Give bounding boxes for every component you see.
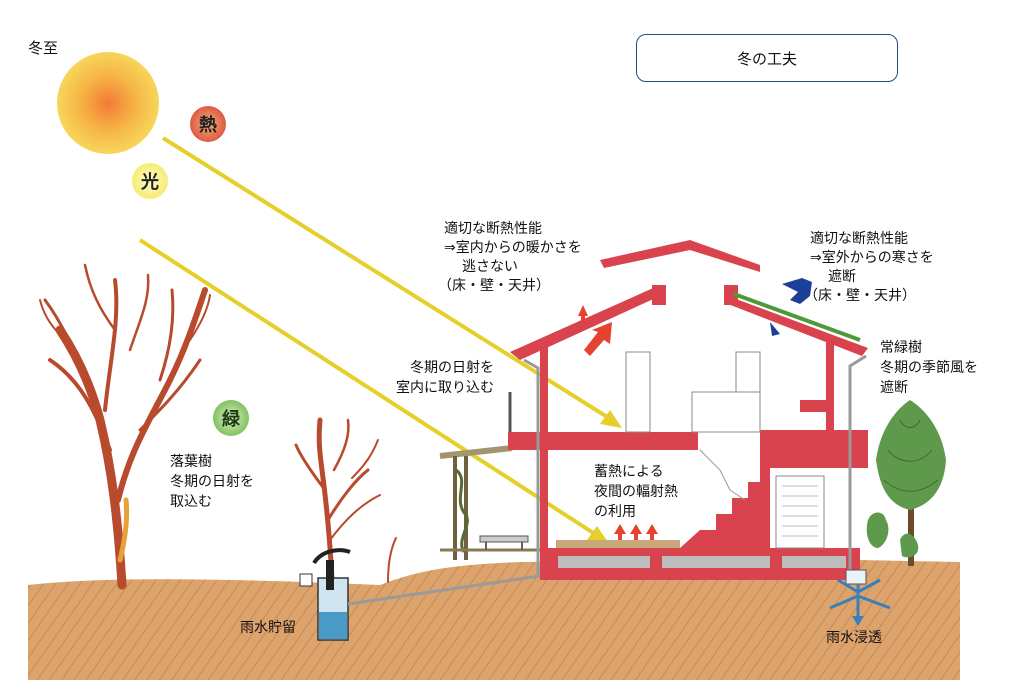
solar-in-line-1: 冬期の日射を: [410, 360, 494, 376]
thermal-mass-line-1: 蓄熱による: [594, 464, 664, 480]
insulation-right-line-1: 適切な断熱性能: [810, 231, 908, 247]
warm-arrow-small: [578, 305, 588, 316]
house: [508, 240, 868, 580]
sun-ray-upper-arrowhead: [600, 410, 622, 428]
heat-arrow-3: [646, 524, 658, 534]
thermal-mass-line-2: 夜間の輻射熱: [594, 484, 678, 500]
insulation-left-line-3: 逃さない: [462, 259, 518, 275]
sun: [57, 52, 159, 154]
warm-arrows: [578, 305, 658, 540]
heat-badge: 熱: [190, 106, 226, 142]
solar-in-text: 冬期の日射を 室内に取り込む: [396, 358, 494, 398]
light-badge: 光: [132, 163, 168, 199]
deciduous-tree-small: [294, 417, 397, 583]
rain-storage-tank: [299, 548, 541, 641]
insulation-right-text: 適切な断熱性能 ⇒室外からの寒さを 遮断 （床・壁・天井）: [804, 230, 934, 306]
insulation-right-line-4: （床・壁・天井）: [804, 288, 916, 304]
rain-infiltration-label: 雨水浸透: [826, 630, 882, 646]
thermal-mass-text: 蓄熱による 夜間の輻射熱 の利用: [594, 462, 678, 522]
insulation-right-line-3: 遮断: [828, 269, 856, 285]
insulation-left-text: 適切な断熱性能 ⇒室内からの暖かさを 逃さない （床・壁・天井）: [438, 220, 582, 296]
deciduous-line-3: 取込む: [170, 494, 212, 510]
evergreen-line-1: 常緑樹: [880, 340, 922, 356]
evergreen-line-2: 冬期の季節風を: [880, 360, 978, 376]
solar-in-line-2: 室内に取り込む: [396, 380, 494, 396]
insulation-left-line-4: （床・壁・天井）: [438, 278, 550, 294]
deciduous-line-2: 冬期の日射を: [170, 474, 254, 490]
heat-arrow-1: [614, 524, 626, 534]
evergreen-tree: [866, 400, 946, 566]
insulation-left-line-2: ⇒室内からの暖かさを: [444, 240, 582, 256]
deciduous-line-1: 落葉樹: [170, 454, 212, 470]
evergreen-line-3: 遮断: [880, 380, 908, 396]
deciduous-text: 落葉樹 冬期の日射を 取込む: [170, 452, 254, 512]
heat-arrow-2: [630, 524, 642, 534]
cold-arrow-small: [770, 322, 780, 336]
ground: [28, 560, 960, 680]
evergreen-text: 常緑樹 冬期の季節風を 遮断: [880, 338, 978, 398]
rain-infiltration: [829, 569, 891, 626]
title-box: 冬の工夫: [636, 34, 898, 82]
sun-ray-lower: [138, 238, 600, 538]
deciduous-tree-large: [39, 263, 211, 590]
cold-arrow-large: [782, 278, 812, 304]
thermal-mass-line-3: の利用: [594, 504, 636, 520]
insulation-left-line-1: 適切な断熱性能: [444, 221, 542, 237]
green-badge: 緑: [213, 400, 249, 436]
rain-storage-label: 雨水貯留: [240, 620, 296, 636]
insulation-right-line-2: ⇒室外からの寒さを: [810, 250, 934, 266]
season-label: 冬至: [28, 39, 59, 57]
warm-arrow-large: [584, 322, 612, 356]
pergola: [439, 445, 540, 560]
cold-arrows: [770, 278, 812, 336]
